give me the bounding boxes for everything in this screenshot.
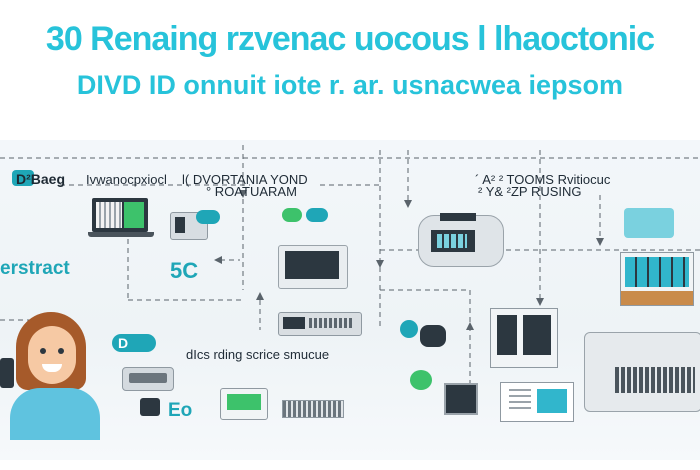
teal-chart-card-icon [500,382,574,422]
left-lower-badge-chip [112,334,156,352]
teal-chart-monitor-icon [620,252,694,306]
tablet-screen-icon [418,215,504,267]
top-left-heading: Ivwanocpxiocl [86,172,167,187]
diagram-background [0,140,700,460]
dashboard-monitor-icon [220,388,268,420]
top-center-line1: l( DVORTANIA YOND [182,172,308,187]
teal-dot-icon [400,320,418,338]
laptop-green-screen-icon [88,198,154,238]
top-left-badge: D²Baeg [16,171,66,187]
teal-toggle-icon [196,210,220,224]
page-subtitle: DIVD ID onnuit iote r. ar. usnacwea ieps… [76,70,624,100]
center-caption: dIcs rding scrice smucue [186,347,330,362]
top-right-line2: ² Y& ²ZP RUSING [478,184,582,199]
printer-icon [490,308,558,368]
left-mid-label: 5C [170,258,199,283]
top-left-badge-chip [12,170,34,186]
page-title: 30 Renaing rzvenac uocous l lhaoctonic [45,20,655,58]
bottom-left-badge: Eo [168,400,193,421]
cloud-tray-icon [624,208,674,238]
left-badge-label: erstract [0,258,70,279]
cash-drawer-icon [282,400,344,418]
woman-with-phone-icon [0,312,110,440]
large-printer-icon [584,332,700,412]
small-scanner-icon [140,398,160,416]
left-lower-badge: D [118,335,129,351]
teal-pill-pair-icon [282,208,328,222]
square-terminal-icon [444,383,478,415]
monitor-icon [278,245,348,289]
top-right-line1: ´ A² ² TOOMS Rvitiocuc [475,172,611,187]
smartwatch-icon [420,325,446,347]
keyboard-device-icon [278,312,362,336]
machine-pair-icon [122,367,174,391]
tablet-top-bar-icon [440,213,476,221]
top-center-line2: ° ROATUARAM [206,184,297,199]
green-dot-icon [410,370,432,390]
